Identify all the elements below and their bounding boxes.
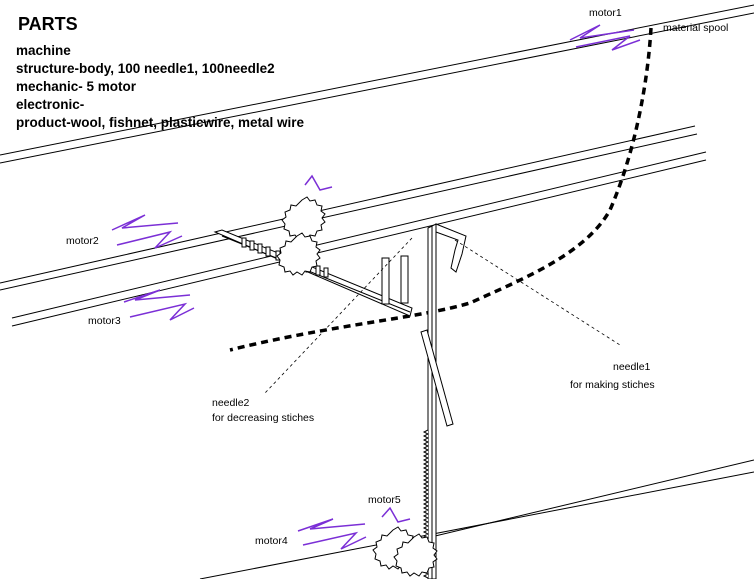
motor3-label: motor3 <box>88 315 121 327</box>
needle1-label: needle1 <box>613 361 651 373</box>
material-spool-label: material spool <box>663 22 729 34</box>
leader-lines <box>264 237 621 394</box>
motor1-label: motor1 <box>589 7 622 19</box>
parts-list-item: structure-body, 100 needle1, 100needle2 <box>16 61 275 76</box>
motor4-label: motor4 <box>255 535 288 547</box>
material-wire <box>229 27 653 352</box>
motor4-gears <box>372 526 438 577</box>
motor3-arrow-icon <box>123 289 195 321</box>
motion-arrows <box>111 24 641 550</box>
motor1-arrow-icon <box>569 24 641 51</box>
motor3-gear <box>276 196 326 276</box>
motor5-label: motor5 <box>368 494 401 506</box>
needle2-description: for decreasing stiches <box>212 412 315 424</box>
parts-list-item: electronic- <box>16 97 85 112</box>
parts-list-item: machine <box>16 43 71 58</box>
motor5-arrow-icon <box>381 506 411 523</box>
motor2-label: motor2 <box>66 235 99 247</box>
frame-rails <box>0 4 754 579</box>
motor3-top-arrow-icon <box>304 174 333 191</box>
motor4-arrow-icon <box>297 518 367 550</box>
page-title: PARTS <box>18 14 78 34</box>
needle1-description: for making stiches <box>570 379 655 391</box>
motor2-arrow-icon <box>111 214 183 249</box>
parts-list-item: product-wool, fishnet, plasticwire, meta… <box>16 115 305 130</box>
parts-list-item: mechanic- 5 motor <box>16 79 137 94</box>
needle2-label: needle2 <box>212 397 250 409</box>
